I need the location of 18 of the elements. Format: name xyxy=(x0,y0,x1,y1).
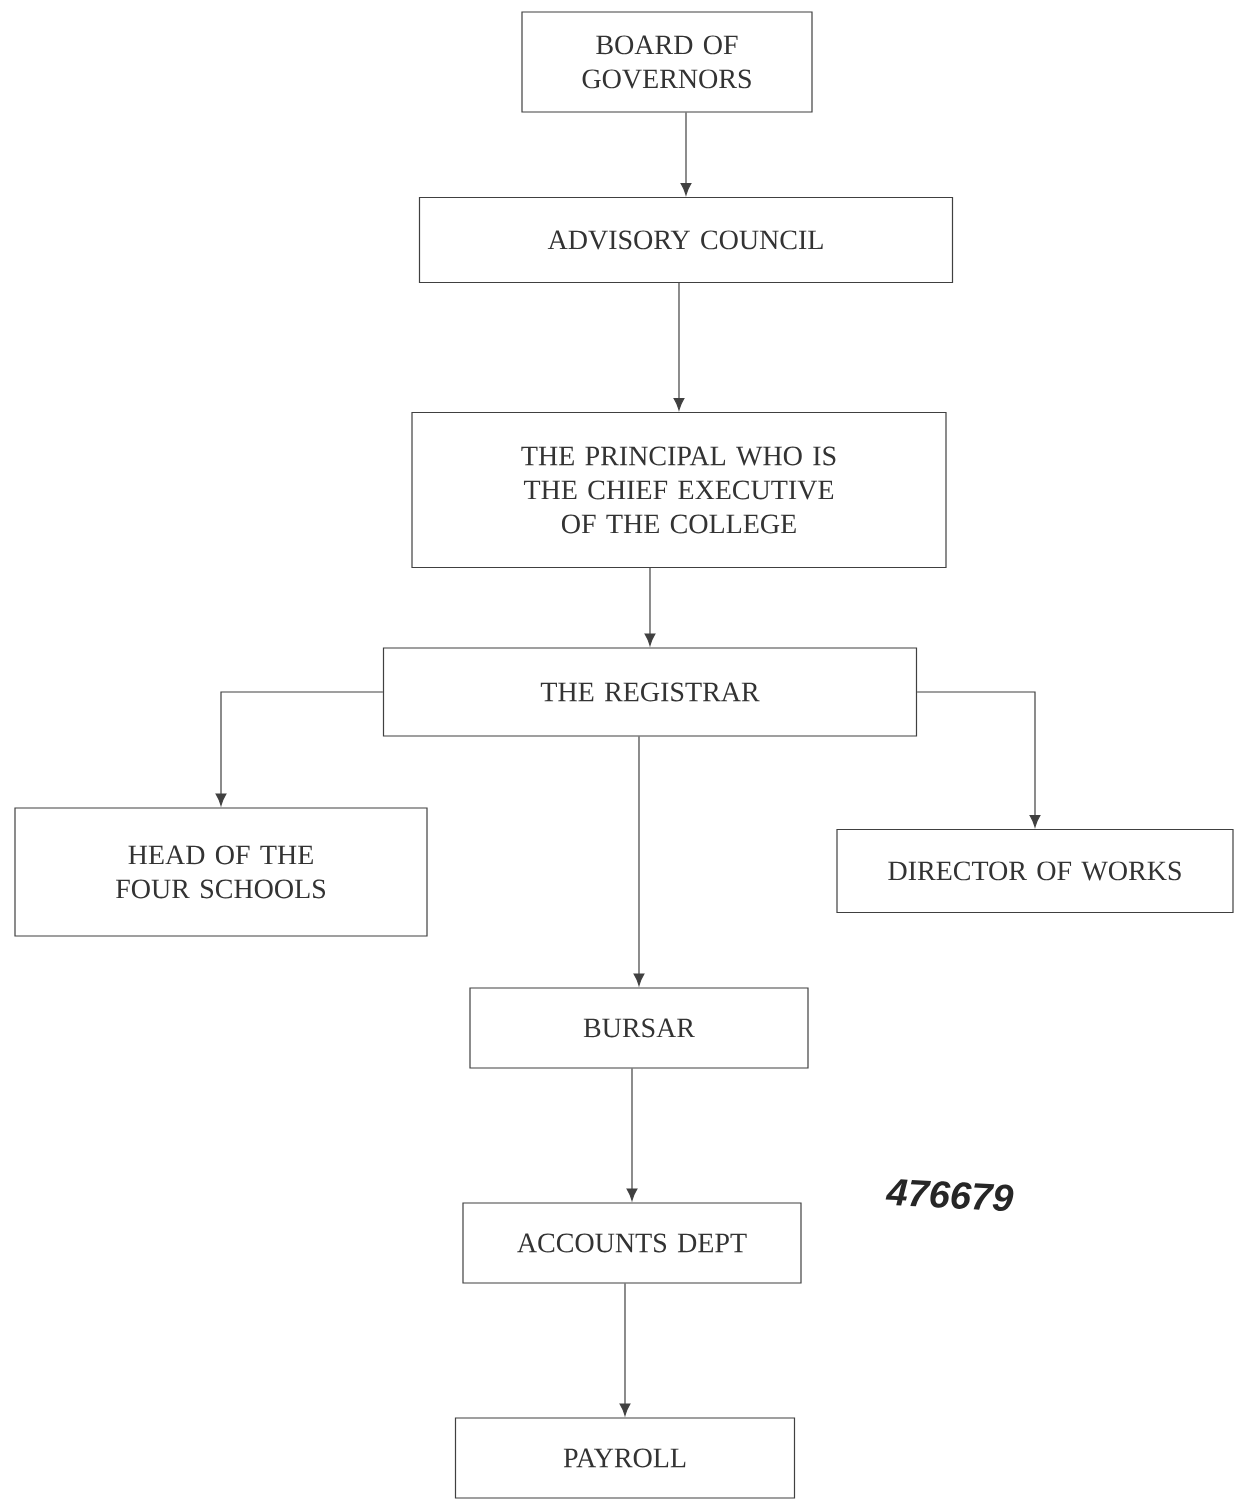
arrow xyxy=(619,1283,631,1416)
arrow xyxy=(916,691,1041,828)
org-box: BOARD OF GOVERNORS xyxy=(521,11,813,113)
org-box: THE REGISTRAR xyxy=(382,647,918,737)
arrow xyxy=(626,1068,638,1201)
stamp-number: 476679 xyxy=(885,1179,1014,1212)
arrow xyxy=(633,736,645,986)
org-box: ADVISORY COUNCIL xyxy=(418,196,954,284)
org-box: DIRECTOR OF WORKS xyxy=(836,828,1234,914)
org-box: BURSAR xyxy=(469,987,809,1069)
arrow xyxy=(644,567,656,646)
arrow xyxy=(680,112,692,196)
org-box: PAYROLL xyxy=(454,1417,796,1499)
org-box: HEAD OF THE FOUR SCHOOLS xyxy=(14,807,428,937)
arrow xyxy=(215,691,384,806)
org-box: ACCOUNTS DEPT xyxy=(462,1202,802,1284)
org-box: THE PRINCIPAL WHO IS THE CHIEF EXECUTIVE OF THE COLLEGE xyxy=(411,411,947,569)
arrow xyxy=(673,282,685,411)
